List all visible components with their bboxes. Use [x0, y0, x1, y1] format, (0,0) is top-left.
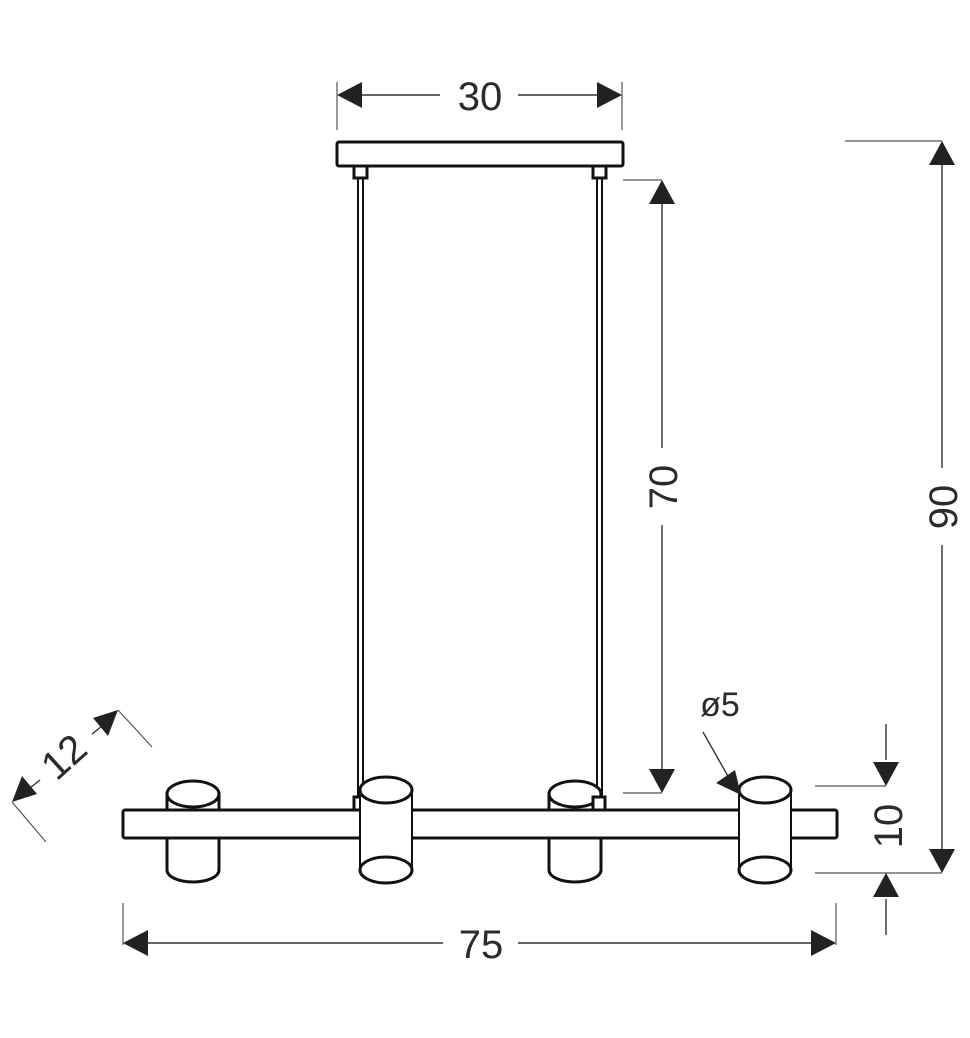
label-bar-height: 10 — [867, 804, 911, 849]
arrow-right-icon — [811, 930, 836, 956]
arrow-left-icon — [337, 82, 362, 108]
label-canopy-width: 30 — [458, 75, 503, 119]
arrow-down-icon — [649, 769, 675, 793]
suspension-wires — [357, 178, 603, 798]
arrow-left-icon — [123, 930, 148, 956]
dimension-bar-height: 10 — [815, 724, 911, 935]
shade-4 — [737, 775, 793, 885]
arrow-down-icon — [873, 762, 899, 786]
arrow-up-icon — [649, 180, 675, 204]
dimension-cable-length: 70 — [623, 179, 686, 794]
arrow-diagonal-icon — [716, 770, 741, 795]
label-shade-depth: 12 — [33, 726, 96, 788]
label-bar-length: 75 — [459, 923, 504, 967]
dimension-total-height: 90 — [815, 140, 966, 874]
arrow-diagonal-icon — [93, 710, 118, 736]
canopy — [335, 140, 625, 180]
dimension-canopy-width: 30 — [336, 75, 623, 130]
arrow-diagonal-icon — [12, 776, 37, 802]
label-cable-length: 70 — [642, 465, 686, 510]
dimension-bar-length: 75 — [122, 903, 837, 967]
arrow-up-icon — [929, 141, 955, 165]
shade-2 — [358, 775, 414, 885]
dimension-shade-diameter: ø5 — [700, 686, 741, 795]
lamp-bar — [121, 795, 839, 840]
label-total-height: 90 — [922, 485, 966, 530]
label-shade-diameter: ø5 — [700, 686, 740, 724]
arrow-down-icon — [929, 849, 955, 873]
arrow-right-icon — [597, 82, 622, 108]
arrow-up-icon — [873, 873, 899, 897]
